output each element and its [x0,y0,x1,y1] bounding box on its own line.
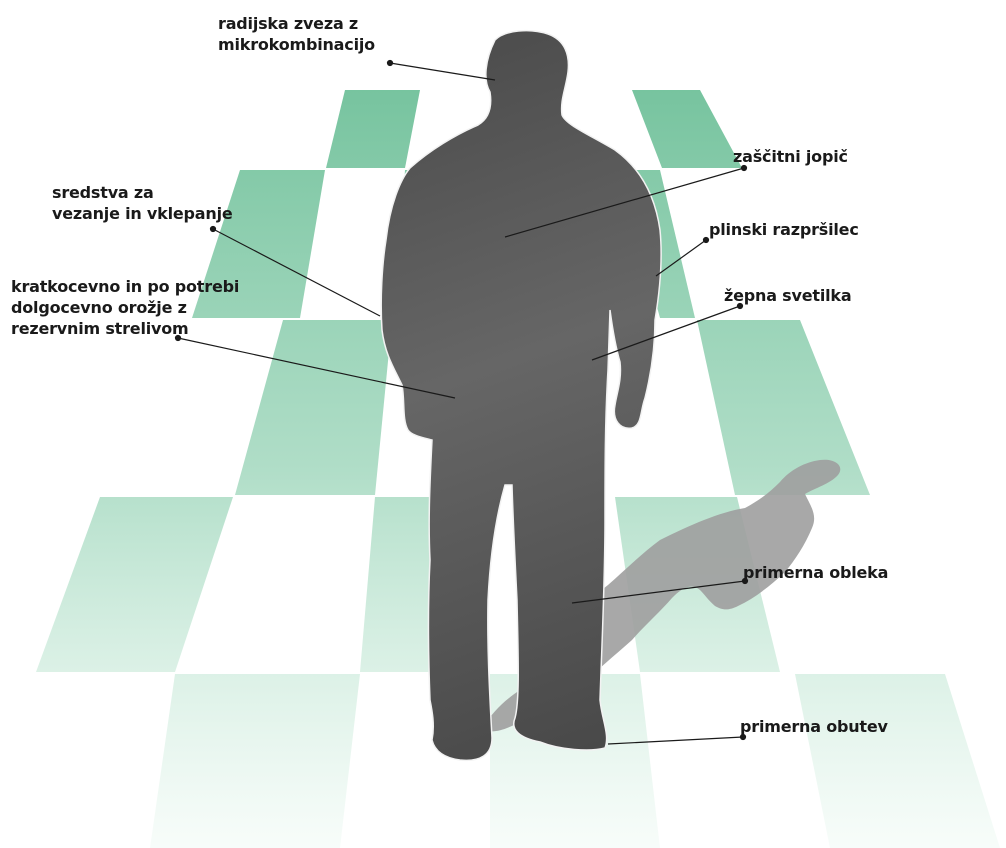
floor-tile [697,320,870,495]
floor-tile [150,674,360,848]
leader-dot [704,238,709,243]
floor-tile [360,497,430,672]
label-restraints-line-1: sredstva za [52,182,233,203]
label-footwear: primerna obutev [740,716,888,737]
label-weapon-line-3: rezervnim strelivom [11,318,239,339]
label-footwear-line-1: primerna obutev [740,716,888,737]
label-clothing-line-1: primerna obleka [743,562,888,583]
leader-line-radio [390,63,495,80]
label-restraints: sredstva za vezanje in vklepanje [52,182,233,224]
label-radio-line-2: mikrokombinacijo [218,34,375,55]
label-radio-line-1: radijska zveza z [218,13,375,34]
leader-dot [388,61,393,66]
label-weapon-line-2: dolgocevno orožje z [11,297,239,318]
floor-tile [36,497,233,672]
label-clothing: primerna obleka [743,562,888,583]
label-jacket-line-1: zaščitni jopič [733,146,848,167]
label-restraints-line-2: vezanje in vklepanje [52,203,233,224]
floor-tile [235,320,392,495]
floor-tile [326,90,420,168]
label-radio: radijska zveza z mikrokombinacijo [218,13,375,55]
label-spray: plinski razpršilec [709,219,859,240]
label-jacket: zaščitni jopič [733,146,848,167]
label-flashlight: žepna svetilka [724,285,851,306]
label-spray-line-1: plinski razpršilec [709,219,859,240]
label-weapon-line-1: kratkocevno in po potrebi [11,276,239,297]
label-weapon: kratkocevno in po potrebi dolgocevno oro… [11,276,239,339]
leader-dot [211,227,216,232]
label-flashlight-line-1: žepna svetilka [724,285,851,306]
floor-tile [632,90,742,168]
floor-tile [795,674,1000,848]
